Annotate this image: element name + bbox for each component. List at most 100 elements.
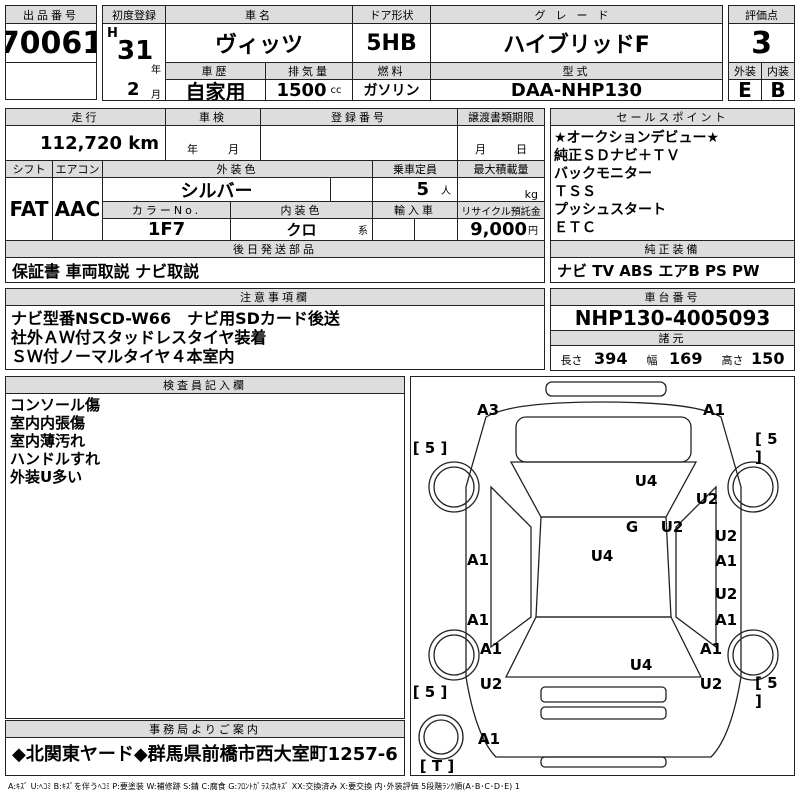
office-text: ◆北関東ヤード◆群馬県前橋市西大室町1257-6 <box>5 737 405 776</box>
car-outline <box>418 381 779 768</box>
note-line: 社外ＡＷ付スタッドレスタイヤ装着 <box>11 328 267 347</box>
inspection-year: 年 <box>187 143 198 156</box>
damage-mark: A1 <box>714 552 738 570</box>
sales-item: 純正ＳＤナビ＋ＴＶ <box>554 148 680 164</box>
capacity-unit: 人 <box>441 186 451 197</box>
mileage-label: 走行 <box>5 108 166 126</box>
capacity-label: 乗車定員 <box>372 160 458 178</box>
parts: 保証書 車両取説 ナビ取説 <box>5 257 545 283</box>
height: 150 <box>751 348 785 368</box>
office-label: 事務局よりご案内 <box>5 720 405 738</box>
displacement-value: 1500 <box>276 79 327 101</box>
ext-grade: E <box>728 79 762 101</box>
damage-mark: A1 <box>466 551 490 569</box>
note-line: ＳＷ付ノーマルタイヤ４本室内 <box>11 347 235 366</box>
specs: 長さ 394 幅 169 高さ 150 <box>550 345 795 371</box>
door-label: ドア形状 <box>352 5 431 24</box>
transfer-month: 月 <box>475 143 486 156</box>
spec-height: 高さ 150 <box>722 349 785 368</box>
history-label: 車歴 <box>165 62 266 80</box>
import-a <box>372 218 415 241</box>
era: H <box>107 26 118 41</box>
sales-list: ★オークションデビュー★ 純正ＳＤナビ＋ＴＶ バックモニター ＴＳＳ プッシュス… <box>550 125 795 241</box>
year-unit: 年 <box>151 65 161 76</box>
parts-label: 後日発送部品 <box>5 240 545 258</box>
reg-no <box>260 125 458 161</box>
inspector-notes: コンソール傷 室内内張傷 室内薄汚れ ハンドルすれ 外装U多い <box>5 393 405 719</box>
interior-value: クロ <box>286 221 317 239</box>
score-label: 評価点 <box>728 5 795 24</box>
recycle-value: 9,000 <box>470 219 527 240</box>
lot-label: 出品番号 <box>5 5 97 24</box>
inspector-line: 外装U多い <box>10 468 83 486</box>
interior-label: 内装色 <box>230 201 373 219</box>
sales-item: ＥＴＣ <box>554 220 596 236</box>
yen-unit: 円 <box>528 226 538 237</box>
damage-mark: A1 <box>699 640 723 658</box>
note-line: ナビ型番NSCD-W66 ナビ用SDカード後送 <box>11 309 340 328</box>
damage-mark: [ 5 ] <box>412 683 448 701</box>
door-type: 5HB <box>352 23 431 63</box>
damage-diagram <box>410 376 795 776</box>
fuel-label: 燃料 <box>352 62 431 80</box>
damage-mark: U2 <box>479 675 503 693</box>
ac-label: エアコン <box>52 160 103 178</box>
notes: ナビ型番NSCD-W66 ナビ用SDカード後送 社外ＡＷ付スタッドレスタイヤ装着… <box>5 305 545 370</box>
int-grade: B <box>761 79 795 101</box>
chassis-number: NHP130-4005093 <box>550 305 795 331</box>
lot-blank <box>5 62 97 100</box>
damage-mark: U2 <box>660 518 684 536</box>
sales-label: セールスポイント <box>550 108 795 126</box>
interior: クロ系 <box>230 218 373 241</box>
width-label: 幅 <box>646 353 658 367</box>
equip-label: 純正装備 <box>550 240 795 258</box>
damage-mark: U4 <box>590 547 614 565</box>
car-name: ヴィッツ <box>165 23 353 63</box>
spec-width: 幅 169 <box>647 349 703 368</box>
ext-label: 外装 <box>728 62 762 80</box>
width: 169 <box>669 348 703 368</box>
sales-item: ＴＳＳ <box>554 184 596 200</box>
first-reg-label: 初度登録 <box>102 5 166 24</box>
reg-year: 31 <box>117 36 154 66</box>
length: 394 <box>594 348 628 368</box>
sales-item: プッシュスタート <box>554 202 666 218</box>
reg-no-label: 登録番号 <box>260 108 458 126</box>
transfer: 月日 <box>457 125 545 161</box>
spec-label: 諸元 <box>550 330 795 346</box>
import-label: 輸入車 <box>372 201 458 219</box>
damage-mark: A1 <box>477 730 501 748</box>
color-no-label: カラーNo. <box>102 201 231 219</box>
damage-mark: A3 <box>476 401 500 419</box>
displacement-label: 排気量 <box>265 62 353 80</box>
damage-mark: A1 <box>466 611 490 629</box>
sales-item: バックモニター <box>554 166 652 182</box>
length-label: 長さ <box>560 353 583 367</box>
score: 3 <box>728 23 795 63</box>
inspector-line: 室内薄汚れ <box>10 432 86 450</box>
model: DAA-NHP130 <box>430 79 723 101</box>
color: シルバー <box>102 177 331 202</box>
reg-month: 2 <box>127 79 140 100</box>
damage-mark: A1 <box>479 640 503 658</box>
damage-mark: U4 <box>629 656 653 674</box>
inspection-month: 月 <box>228 143 239 156</box>
transfer-label: 譲渡書類期限 <box>457 108 545 126</box>
inspection: 年月 <box>165 125 261 161</box>
shift: FAT <box>5 177 53 241</box>
sales-item: ★オークションデビュー★ <box>554 130 720 146</box>
model-label: 型式 <box>430 62 723 80</box>
color-extra <box>330 177 373 202</box>
recycle-label: リサイクル預託金 <box>457 201 545 219</box>
shift-label: シフト <box>5 160 53 178</box>
int-label: 内装 <box>761 62 795 80</box>
inspector-line: コンソール傷 <box>10 396 101 414</box>
inspector-line: ハンドルすれ <box>10 450 101 468</box>
damage-mark: U4 <box>634 472 658 490</box>
inspection-label: 車検 <box>165 108 261 126</box>
notes-label: 注意事項欄 <box>5 288 545 306</box>
load-label: 最大積載量 <box>457 160 545 178</box>
damage-mark: [ 5 ] <box>755 430 778 466</box>
